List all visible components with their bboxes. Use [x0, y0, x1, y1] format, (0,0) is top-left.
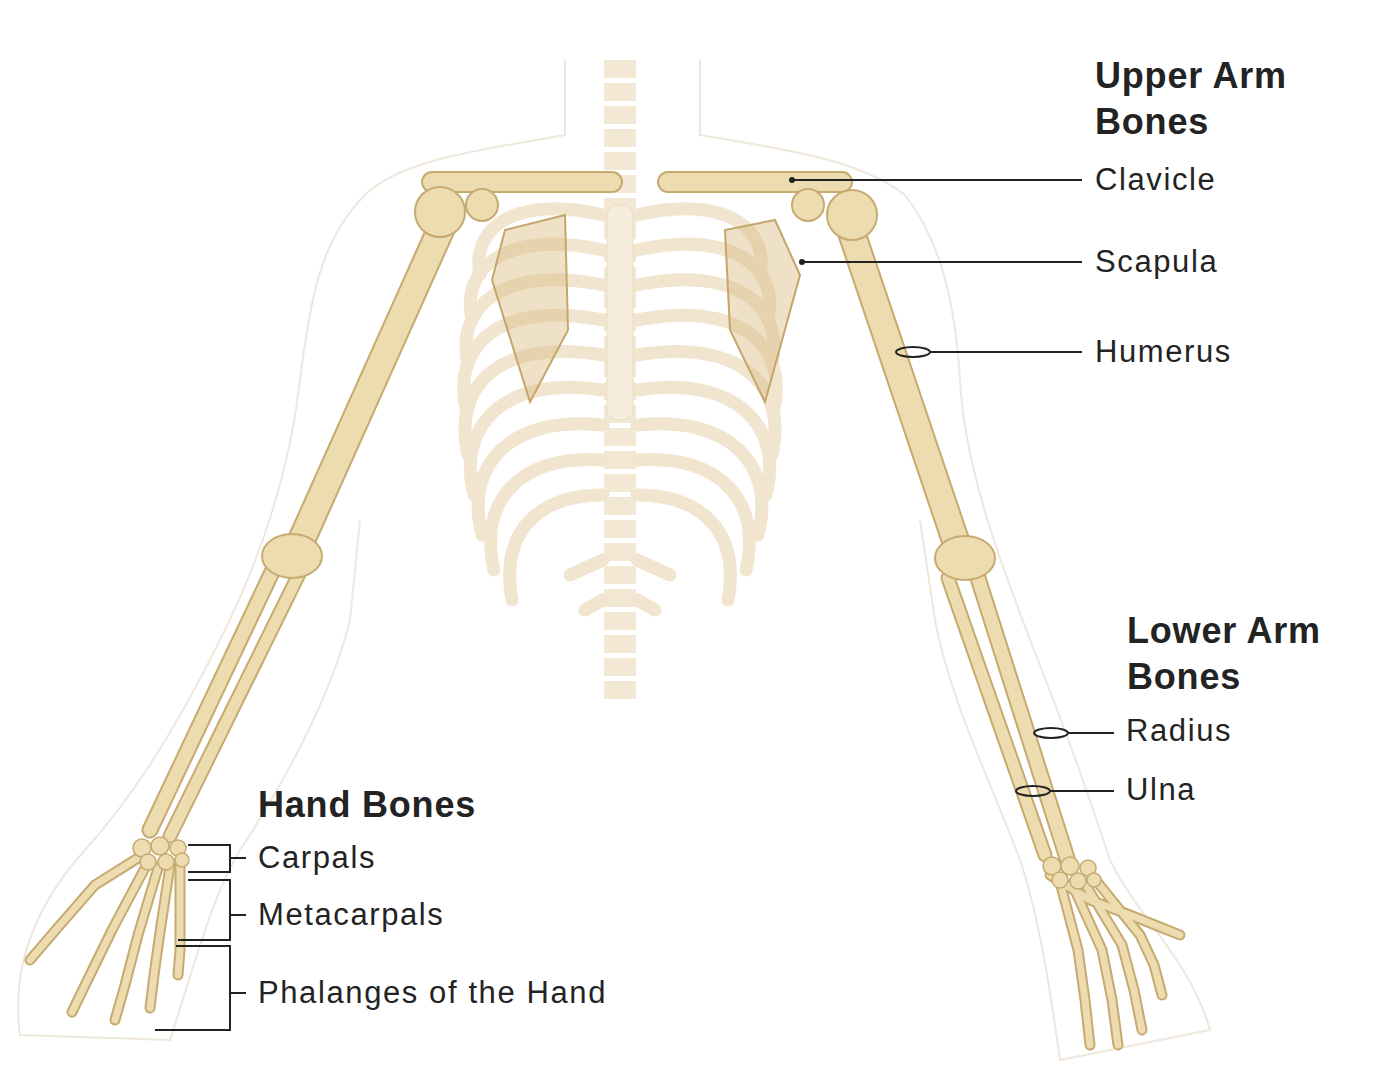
- hand-bones: [30, 858, 1180, 1045]
- ribcage: [637, 387, 770, 495]
- hand-bones: [1094, 878, 1162, 995]
- arm-bones-outline: [850, 228, 958, 548]
- leader-line: [1050, 790, 1114, 792]
- arm-bones-outline: [298, 220, 445, 548]
- leader-ring: [1034, 728, 1068, 738]
- bracket: [178, 880, 246, 940]
- leader-line: [802, 261, 1082, 263]
- arm-bones: [668, 173, 842, 191]
- bone-heads: [415, 187, 465, 237]
- bone-label: Metacarpals: [258, 897, 444, 933]
- bone-label: Scapula: [1095, 244, 1218, 280]
- arm-bones: [150, 182, 1067, 858]
- arm-bones-outline: [668, 171, 842, 193]
- arm-bones: [432, 173, 612, 191]
- ribcage: [470, 387, 603, 495]
- spine: [604, 60, 636, 700]
- leader-line: [930, 351, 1082, 353]
- hand-bones: [1052, 872, 1068, 888]
- bone-heads: [792, 189, 824, 221]
- ribcage: [637, 600, 655, 610]
- arm-bones-outline: [432, 171, 612, 193]
- bone-heads: [827, 190, 877, 240]
- scapula: [492, 215, 568, 402]
- leader-ring: [1016, 786, 1050, 796]
- bone-label: Phalanges of the Hand: [258, 975, 607, 1011]
- bone-heads: [935, 536, 995, 580]
- bone-heads: [262, 534, 322, 578]
- bone-label: Radius: [1126, 713, 1232, 749]
- leader-ring: [896, 347, 930, 357]
- hand-bones: [158, 854, 174, 870]
- leader-dot: [789, 177, 795, 183]
- group-heading: Upper Arm Bones: [1095, 53, 1365, 145]
- arm-bones: [150, 572, 272, 830]
- leader-line: [1068, 732, 1114, 734]
- bone-heads: [262, 187, 995, 580]
- bone-label: Ulna: [1126, 772, 1196, 808]
- arm-bones: [850, 228, 958, 548]
- bracket: [155, 946, 246, 1030]
- group-heading: Hand Bones: [258, 782, 476, 828]
- ribcage: [570, 560, 603, 575]
- bone-label: Carpals: [258, 840, 376, 876]
- scapula: [492, 215, 800, 402]
- sternum: [607, 205, 633, 420]
- ribcage: [637, 495, 730, 600]
- hand-bones: [150, 866, 170, 1008]
- arm-bones-outline: [150, 572, 272, 830]
- hand-bones: [178, 862, 180, 975]
- hand-bones: [30, 858, 1180, 1045]
- scapula: [725, 220, 800, 402]
- leader-dot: [799, 259, 805, 265]
- hand-bones: [1087, 873, 1101, 887]
- leader-lines: [155, 180, 1114, 1030]
- bone-heads: [466, 189, 498, 221]
- arm-bones: [978, 578, 1067, 858]
- bone-label: Clavicle: [1095, 162, 1216, 198]
- bracket: [188, 845, 246, 872]
- hand-bones: [175, 853, 189, 867]
- hand-bones: [178, 862, 180, 975]
- ribcage: [585, 600, 603, 610]
- body-outline: [18, 60, 1210, 1060]
- hand-bones: [133, 837, 1101, 889]
- hand-bones: [140, 854, 156, 870]
- arm-bones: [298, 220, 445, 548]
- hand-bones: [1070, 873, 1086, 889]
- hand-bones: [1072, 884, 1118, 1045]
- ribcage: [637, 560, 670, 575]
- hand-bones: [30, 837, 1180, 1045]
- arm-bones-outline: [150, 182, 1067, 858]
- leader-line: [792, 179, 1082, 181]
- hand-bones: [151, 837, 169, 855]
- group-heading: Lower Arm Bones: [1127, 608, 1382, 700]
- ribcage: [510, 495, 603, 600]
- bone-label: Humerus: [1095, 334, 1232, 370]
